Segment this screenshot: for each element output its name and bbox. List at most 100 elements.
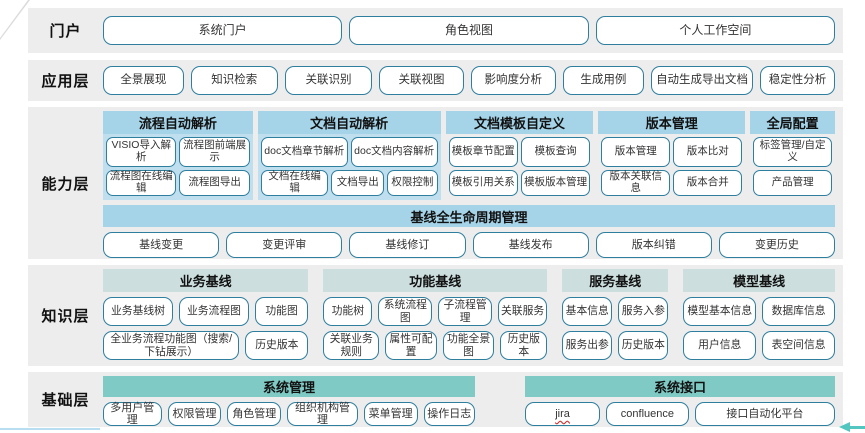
group-header: 系统接口 bbox=[525, 376, 835, 397]
knowledge-box: 系统流程图 bbox=[378, 297, 433, 326]
group-header: 文档自动解析 bbox=[257, 111, 441, 134]
bottom-right-arrow-decoration bbox=[839, 422, 865, 432]
knowledge-box: 服务出参 bbox=[562, 331, 613, 360]
group-header: 功能基线 bbox=[323, 269, 548, 292]
portal-box: 角色视图 bbox=[349, 16, 589, 45]
application-box: 知识检索 bbox=[190, 66, 278, 95]
knowledge-box: 功能全景图 bbox=[442, 331, 495, 360]
knowledge-box: 关联业务规则 bbox=[323, 331, 380, 360]
knowledge-box: 模型基本信息 bbox=[683, 297, 757, 326]
application-layer-label: 应用层 bbox=[41, 73, 90, 90]
foundation-box: 角色管理 bbox=[227, 402, 282, 426]
group-header: 文档模板自定义 bbox=[445, 111, 594, 134]
capability-layer-label: 能力层 bbox=[41, 175, 90, 193]
capability-box: doc文档内容解析 bbox=[350, 137, 438, 167]
application-layer-band: 应用层 全景展现 知识检索 关联识别 关联视图 影响度分析 生成用例 自动生成导… bbox=[28, 60, 843, 101]
foundation-box: 菜单管理 bbox=[363, 402, 418, 426]
foundation-box-jira: jira bbox=[525, 402, 601, 426]
knowledge-box: 业务流程图 bbox=[178, 297, 249, 326]
knowledge-box: 功能树 bbox=[323, 297, 373, 326]
knowledge-layer-band: 知识层 业务基线 业务基线树 业务流程图 功能图 全业务流程功能图（搜索/下钻展… bbox=[28, 265, 843, 366]
group-header: 版本管理 bbox=[598, 111, 746, 134]
knowledge-box: 服务入参 bbox=[618, 297, 669, 326]
capability-box: 模板章节配置 bbox=[448, 137, 518, 167]
capability-box: 产品管理 bbox=[753, 170, 833, 196]
application-box: 生成用例 bbox=[562, 66, 645, 95]
capability-box: 权限控制 bbox=[387, 170, 438, 196]
capability-group-doc-template: 文档模板自定义 模板章节配置 模板查询 模板引用关系 模板版本管理 bbox=[445, 111, 594, 200]
baseline-box: 变更历史 bbox=[718, 232, 836, 258]
capability-box: 流程图导出 bbox=[179, 170, 250, 196]
group-header: 业务基线 bbox=[103, 269, 309, 292]
capability-group-global-config: 全局配置 标签管理/自定义 产品管理 bbox=[750, 111, 836, 200]
capability-box: 文档在线编辑 bbox=[260, 170, 329, 196]
group-header: 模型基线 bbox=[683, 269, 835, 292]
portal-box: 个人工作空间 bbox=[595, 16, 835, 45]
jira-label: jira bbox=[555, 407, 570, 420]
group-header: 系统管理 bbox=[103, 376, 475, 397]
capability-box: 流程图前端展示 bbox=[179, 137, 250, 167]
portal-box: 系统门户 bbox=[103, 16, 343, 45]
knowledge-box: 全业务流程功能图（搜索/下钻展示） bbox=[103, 331, 240, 360]
application-box: 稳定性分析 bbox=[759, 66, 835, 95]
knowledge-box: 用户信息 bbox=[683, 331, 757, 360]
baseline-lifecycle-header: 基线全生命周期管理 bbox=[103, 205, 835, 227]
knowledge-box: 子流程管理 bbox=[438, 297, 492, 326]
capability-box: 标签管理/自定义 bbox=[753, 137, 833, 167]
knowledge-box: 历史版本 bbox=[500, 331, 548, 360]
knowledge-box: 历史版本 bbox=[245, 331, 309, 360]
capability-box: VISIO导入解析 bbox=[106, 137, 177, 167]
knowledge-layer-label: 知识层 bbox=[41, 308, 90, 325]
portal-layer-label: 门户 bbox=[49, 23, 82, 40]
group-header: 服务基线 bbox=[562, 269, 669, 292]
capability-box: 版本管理 bbox=[601, 137, 671, 167]
capability-box: 版本关联信息 bbox=[601, 170, 671, 196]
capability-group-version-mgmt: 版本管理 版本管理 版本比对 版本关联信息 版本合并 bbox=[598, 111, 746, 200]
knowledge-group-business-baseline: 业务基线 业务基线树 业务流程图 功能图 全业务流程功能图（搜索/下钻展示） 历… bbox=[103, 269, 309, 365]
baseline-box: 变更评审 bbox=[226, 232, 343, 258]
bottom-left-line-decoration bbox=[0, 428, 100, 430]
foundation-box: 接口自动化平台 bbox=[694, 402, 836, 426]
knowledge-group-function-baseline: 功能基线 功能树 系统流程图 子流程管理 关联服务 关联业务规则 属性可配置 功… bbox=[323, 269, 548, 365]
baseline-box: 基线修订 bbox=[349, 232, 466, 258]
foundation-layer-label: 基础层 bbox=[41, 392, 90, 409]
knowledge-group-model-baseline: 模型基线 模型基本信息 数据库信息 用户信息 表空间信息 bbox=[683, 269, 836, 365]
foundation-group-system-interface: 系统接口 jira confluence 接口自动化平台 bbox=[525, 376, 836, 426]
knowledge-box: 业务基线树 bbox=[103, 297, 173, 326]
capability-box: 流程图在线编辑 bbox=[106, 170, 177, 196]
capability-box: 模板引用关系 bbox=[448, 170, 518, 196]
capability-box: 模板查询 bbox=[520, 137, 591, 167]
foundation-box: 组织机构管理 bbox=[287, 402, 358, 426]
arrow-bar bbox=[850, 425, 865, 429]
application-box: 自动生成导出文档 bbox=[651, 66, 753, 95]
foundation-layer-band: 基础层 系统管理 多用户管理 权限管理 角色管理 组织机构管理 菜单管理 操作日… bbox=[28, 372, 843, 427]
knowledge-box: 历史版本 bbox=[618, 331, 669, 360]
foundation-box: 操作日志 bbox=[423, 402, 475, 426]
baseline-box: 基线发布 bbox=[472, 232, 589, 258]
foundation-box: 权限管理 bbox=[167, 402, 222, 426]
knowledge-box: 数据库信息 bbox=[762, 297, 836, 326]
baseline-box: 基线变更 bbox=[103, 232, 220, 258]
application-box: 影响度分析 bbox=[470, 66, 556, 95]
capability-box: 版本比对 bbox=[673, 137, 743, 167]
group-header: 流程自动解析 bbox=[103, 111, 253, 134]
knowledge-box: 功能图 bbox=[254, 297, 309, 326]
knowledge-box: 关联服务 bbox=[498, 297, 548, 326]
application-box: 关联识别 bbox=[284, 66, 373, 95]
capability-box: 版本合并 bbox=[673, 170, 743, 196]
capability-box: 模板版本管理 bbox=[520, 170, 591, 196]
capability-layer-band: 能力层 流程自动解析 VISIO导入解析 流程图前端展示 流程图在线编辑 流程图… bbox=[28, 107, 843, 259]
application-box: 关联视图 bbox=[379, 66, 464, 95]
application-box: 全景展现 bbox=[103, 66, 184, 95]
portal-layer-band: 门户 系统门户 角色视图 个人工作空间 bbox=[28, 8, 843, 53]
knowledge-box: 表空间信息 bbox=[762, 331, 836, 360]
capability-group-doc-parse: 文档自动解析 doc文档章节解析 doc文档内容解析 文档在线编辑 文档导出 权… bbox=[257, 111, 441, 200]
foundation-box: 多用户管理 bbox=[103, 402, 162, 426]
corner-cut-decoration-inner bbox=[0, 0, 28, 38]
arrow-left-icon bbox=[839, 422, 850, 432]
foundation-group-system-mgmt: 系统管理 多用户管理 权限管理 角色管理 组织机构管理 菜单管理 操作日志 bbox=[103, 376, 475, 426]
group-header: 全局配置 bbox=[750, 111, 836, 134]
foundation-box: confluence bbox=[606, 402, 689, 426]
knowledge-box: 属性可配置 bbox=[385, 331, 437, 360]
capability-group-process-parse: 流程自动解析 VISIO导入解析 流程图前端展示 流程图在线编辑 流程图导出 bbox=[103, 111, 253, 200]
